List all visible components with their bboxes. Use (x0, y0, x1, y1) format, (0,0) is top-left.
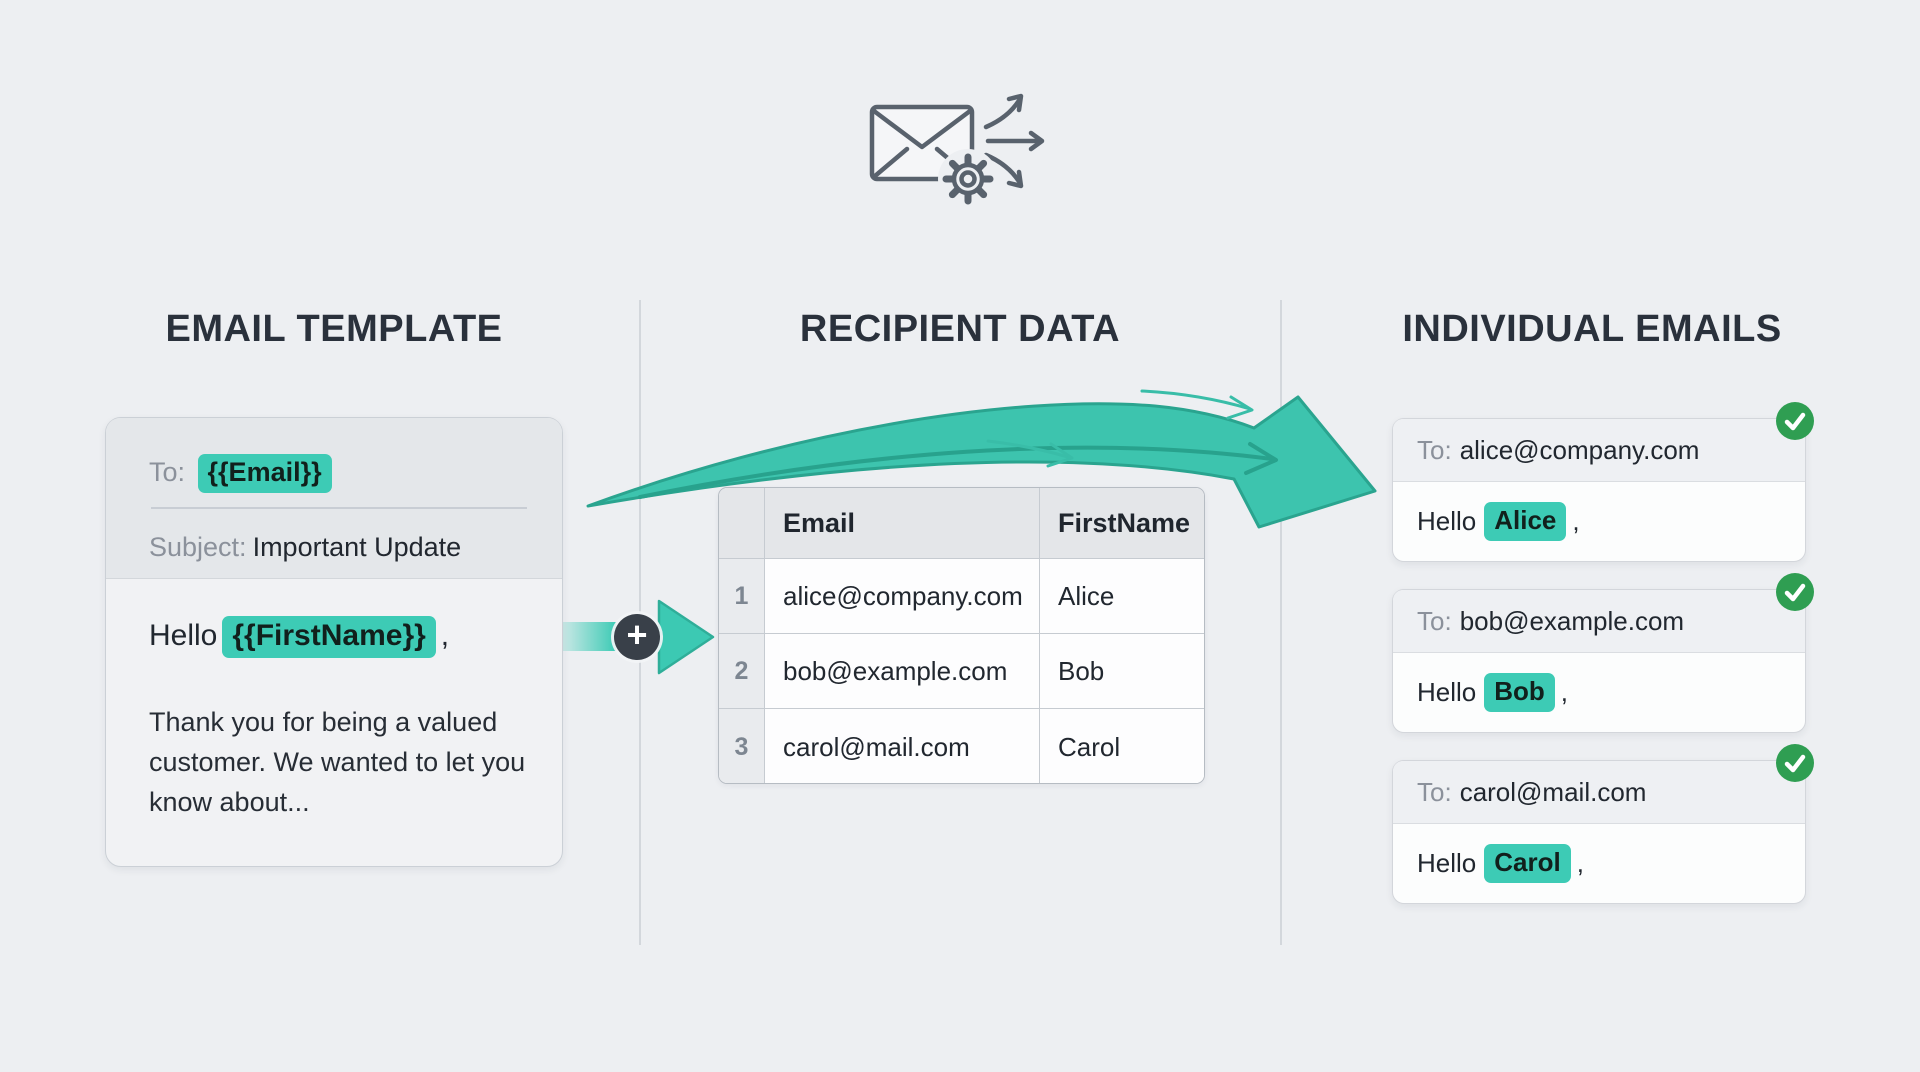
greeting-suffix: , (440, 619, 450, 652)
gear-icon (938, 149, 998, 209)
accent-arrow-small2-icon (1140, 389, 1252, 411)
recipient-data-table: Email FirstName 1 alice@company.com Alic… (718, 487, 1205, 784)
row-number: 3 (719, 709, 765, 783)
email-variable-chip: {{Email}} (197, 454, 332, 493)
table-cell-email: bob@example.com (765, 634, 1040, 709)
greeting-suffix: , (1560, 677, 1569, 707)
to-address: alice@company.com (1459, 434, 1700, 465)
accent-arrow-small-icon (986, 439, 1070, 459)
table-cell-firstname: Alice (1040, 559, 1204, 634)
row-number: 1 (719, 559, 765, 634)
template-body-text: Thank you for being a valued customer. W… (149, 707, 526, 817)
table-header-firstname: FirstName (1040, 488, 1204, 559)
email-card-header: To: bob@example.com (1393, 590, 1805, 653)
greeting-prefix: Hello (1417, 848, 1477, 878)
merged-name-chip: Bob (1484, 673, 1555, 712)
table-header-email: Email (765, 488, 1040, 559)
email-card-header: To: alice@company.com (1393, 419, 1805, 482)
connector-arrowhead-icon (657, 599, 715, 675)
email-card-header: To: carol@mail.com (1393, 761, 1805, 824)
template-to-row: To: {{Email}} (149, 454, 337, 493)
plus-icon: + (614, 614, 660, 660)
greeting-prefix: Hello (149, 619, 218, 652)
table-cell-email: alice@company.com (765, 559, 1040, 634)
to-label: To: (1417, 434, 1452, 465)
greeting-prefix: Hello (1417, 677, 1477, 707)
to-label: To: (1417, 605, 1452, 636)
to-label: To: (149, 457, 186, 487)
to-label: To: (1417, 776, 1452, 807)
accent-arrow-small2-head (1226, 395, 1254, 420)
subject-value: Important Update (252, 532, 462, 562)
success-check-icon (1776, 402, 1814, 440)
to-address: bob@example.com (1459, 605, 1685, 636)
merge-arrow-inner-head (1244, 442, 1278, 475)
subject-label: Subject: (149, 532, 247, 562)
row-number: 2 (719, 634, 765, 709)
table-cell-firstname: Carol (1040, 709, 1204, 783)
merged-name-chip: Alice (1484, 502, 1567, 541)
template-header-divider (151, 507, 527, 509)
table-cell-firstname: Bob (1040, 634, 1204, 709)
template-subject-row: Subject:Important Update (149, 532, 461, 563)
greeting-prefix: Hello (1417, 506, 1477, 536)
heading-individual-emails: INDIVIDUAL EMAILS (1402, 308, 1782, 350)
firstname-variable-chip: {{FirstName}} (222, 616, 436, 658)
greeting-suffix: , (1572, 506, 1580, 536)
success-check-icon (1776, 573, 1814, 611)
success-check-icon (1776, 744, 1814, 782)
table-corner-cell (719, 488, 765, 559)
accent-arrow-small-head (1046, 442, 1074, 468)
heading-email-template: EMAIL TEMPLATE (165, 308, 503, 350)
email-template-card: To: {{Email}} Subject:Important Update H… (105, 417, 563, 867)
template-greeting-row: Hello{{FirstName}}, (149, 616, 449, 658)
template-card-header: To: {{Email}} Subject:Important Update (106, 418, 562, 579)
table-cell-email: carol@mail.com (765, 709, 1040, 783)
to-address: carol@mail.com (1459, 776, 1647, 807)
heading-recipient-data: RECIPIENT DATA (799, 308, 1121, 350)
fanout-arrow-up-icon (983, 96, 1023, 130)
plus-glyph: + (626, 614, 648, 655)
merged-name-chip: Carol (1484, 844, 1571, 883)
mail-merge-icon (869, 93, 1045, 209)
greeting-suffix: , (1576, 848, 1584, 878)
